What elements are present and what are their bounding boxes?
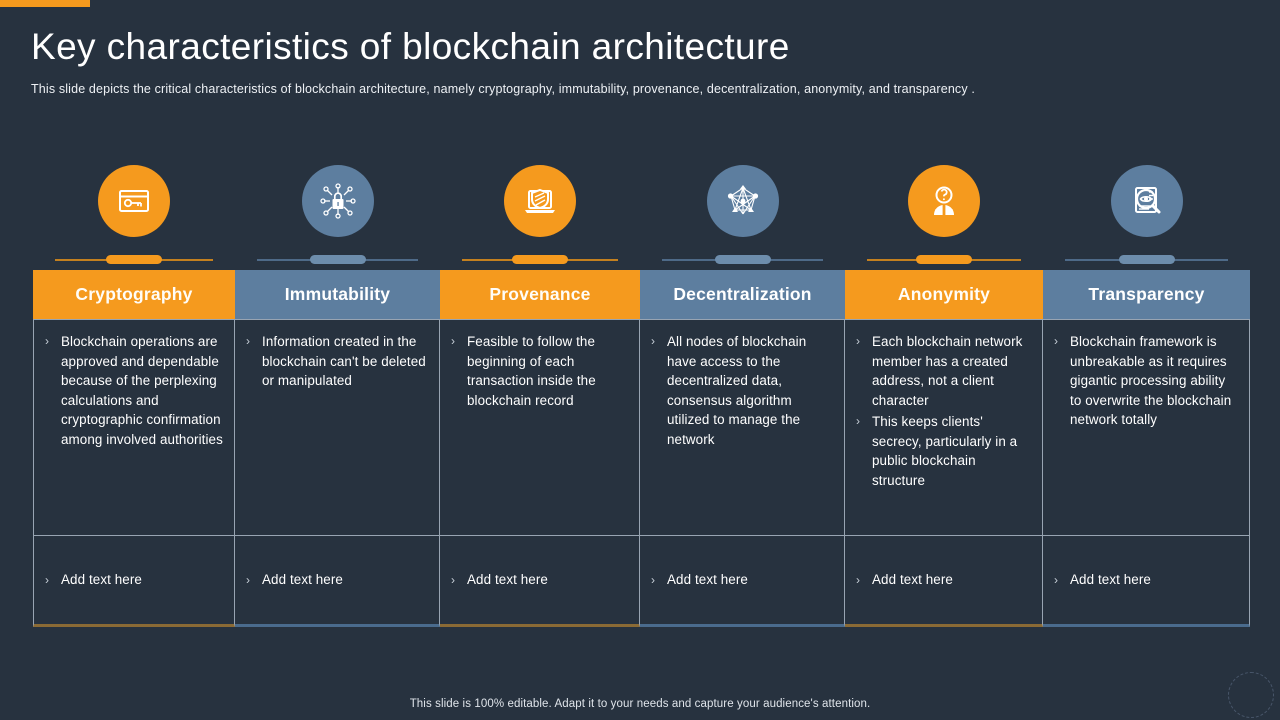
bullet-text: Blockchain operations are approved and d… — [61, 334, 223, 447]
list-item: › Blockchain operations are approved and… — [42, 332, 224, 449]
connector-line — [845, 250, 1043, 270]
chevron-right-icon: › — [856, 414, 860, 428]
column-anonymity: Anonymity › Each blockchain network memb… — [845, 158, 1043, 627]
add-text-cell-decentralization[interactable]: › Add text here — [640, 536, 845, 627]
body-cell-anonymity: › Each blockchain network member has a c… — [845, 319, 1043, 536]
add-text-label: Add text here — [61, 572, 142, 587]
icon-slot — [235, 158, 440, 243]
body-cell-provenance: › Feasible to follow the beginning of ea… — [440, 319, 640, 536]
page-title: Key characteristics of blockchain archit… — [31, 26, 790, 67]
icon-slot — [845, 158, 1043, 243]
chevron-right-icon: › — [856, 573, 860, 587]
card-key-icon — [98, 164, 170, 237]
connector-line — [33, 250, 235, 270]
magnifier-eye-document-icon — [1110, 164, 1183, 237]
add-text-cell-provenance[interactable]: › Add text here — [440, 536, 640, 627]
column-provenance: Provenance › Feasible to follow the begi… — [440, 158, 640, 627]
bullet-list: › All nodes of blockchain have access to… — [648, 332, 834, 449]
column-decentralization: Decentralization › All nodes of blockcha… — [640, 158, 845, 627]
bullet-text: This keeps clients' secrecy, particularl… — [872, 414, 1018, 488]
chevron-right-icon: › — [451, 573, 455, 587]
header-provenance: Provenance — [440, 270, 640, 319]
body-cell-decentralization: › All nodes of blockchain have access to… — [640, 319, 845, 536]
bullet-text: All nodes of blockchain have access to t… — [667, 334, 807, 447]
chevron-right-icon: › — [856, 334, 860, 348]
bullet-text: Blockchain framework is unbreakable as i… — [1070, 334, 1232, 427]
add-text-label: Add text here — [667, 572, 748, 587]
laptop-shield-icon — [504, 164, 576, 237]
decorative-dashed-circle — [1228, 672, 1274, 718]
footer-note: This slide is 100% editable. Adapt it to… — [409, 698, 871, 710]
header-label: Provenance — [489, 284, 591, 304]
bullet-text: Feasible to follow the beginning of each… — [467, 334, 596, 408]
page-subtitle: This slide depicts the critical characte… — [31, 82, 975, 96]
chevron-right-icon: › — [246, 334, 250, 348]
icon-slot — [1043, 158, 1250, 243]
chevron-right-icon: › — [45, 573, 49, 587]
column-cryptography: Cryptography › Blockchain operations are… — [33, 158, 235, 627]
list-item: › All nodes of blockchain have access to… — [648, 332, 834, 449]
bullet-list: › Information created in the blockchain … — [243, 332, 429, 391]
chevron-right-icon: › — [651, 573, 655, 587]
header-transparency: Transparency — [1043, 270, 1250, 319]
bullet-list: › Feasible to follow the beginning of ea… — [448, 332, 629, 410]
header-decentralization: Decentralization — [640, 270, 845, 319]
connector-line — [1043, 250, 1250, 270]
list-item: › Each blockchain network member has a c… — [853, 332, 1032, 410]
chevron-right-icon: › — [246, 573, 250, 587]
header-immutability: Immutability — [235, 270, 440, 319]
icon-slot — [640, 158, 845, 243]
chevron-right-icon: › — [451, 334, 455, 348]
body-cell-immutability: › Information created in the blockchain … — [235, 319, 440, 536]
body-cell-cryptography: › Blockchain operations are approved and… — [33, 319, 235, 536]
body-cell-transparency: › Blockchain framework is unbreakable as… — [1043, 319, 1250, 536]
header-cryptography: Cryptography — [33, 270, 235, 319]
icon-slot — [440, 158, 640, 243]
list-item: › Blockchain framework is unbreakable as… — [1051, 332, 1239, 430]
connector-line — [640, 250, 845, 270]
header-label: Anonymity — [897, 284, 991, 304]
add-text-cell-immutability[interactable]: › Add text here — [235, 536, 440, 627]
add-text-label: Add text here — [1070, 572, 1151, 587]
connector-line — [235, 250, 440, 270]
node-network-icon — [706, 164, 779, 237]
chevron-right-icon: › — [1054, 573, 1058, 587]
add-text-cell-cryptography[interactable]: › Add text here — [33, 536, 235, 627]
connector-line — [440, 250, 640, 270]
anonymous-person-icon — [908, 164, 980, 237]
bullet-text: Information created in the blockchain ca… — [262, 334, 426, 388]
header-label: Transparency — [1088, 284, 1205, 304]
header-anonymity: Anonymity — [845, 270, 1043, 319]
add-text-label: Add text here — [467, 572, 548, 587]
header-label: Immutability — [284, 284, 391, 304]
bullet-list: › Blockchain framework is unbreakable as… — [1051, 332, 1239, 430]
chevron-right-icon: › — [651, 334, 655, 348]
bullet-list: › Each blockchain network member has a c… — [853, 332, 1032, 490]
list-item: › This keeps clients' secrecy, particula… — [853, 412, 1032, 490]
column-transparency: Transparency › Blockchain framework is u… — [1043, 158, 1250, 627]
characteristics-grid: Cryptography › Blockchain operations are… — [33, 158, 1250, 627]
add-text-label: Add text here — [262, 572, 343, 587]
chevron-right-icon: › — [45, 334, 49, 348]
chevron-right-icon: › — [1054, 334, 1058, 348]
add-text-label: Add text here — [872, 572, 953, 587]
column-immutability: Immutability › Information created in th… — [235, 158, 440, 627]
network-lock-icon — [301, 164, 374, 237]
icon-slot — [33, 158, 235, 243]
add-text-cell-transparency[interactable]: › Add text here — [1043, 536, 1250, 627]
list-item: › Feasible to follow the beginning of ea… — [448, 332, 629, 410]
header-label: Decentralization — [673, 284, 812, 304]
bullet-list: › Blockchain operations are approved and… — [42, 332, 224, 449]
bullet-text: Each blockchain network member has a cre… — [872, 334, 1023, 408]
add-text-cell-anonymity[interactable]: › Add text here — [845, 536, 1043, 627]
header-label: Cryptography — [75, 284, 193, 304]
top-accent-bar — [0, 0, 90, 7]
list-item: › Information created in the blockchain … — [243, 332, 429, 391]
